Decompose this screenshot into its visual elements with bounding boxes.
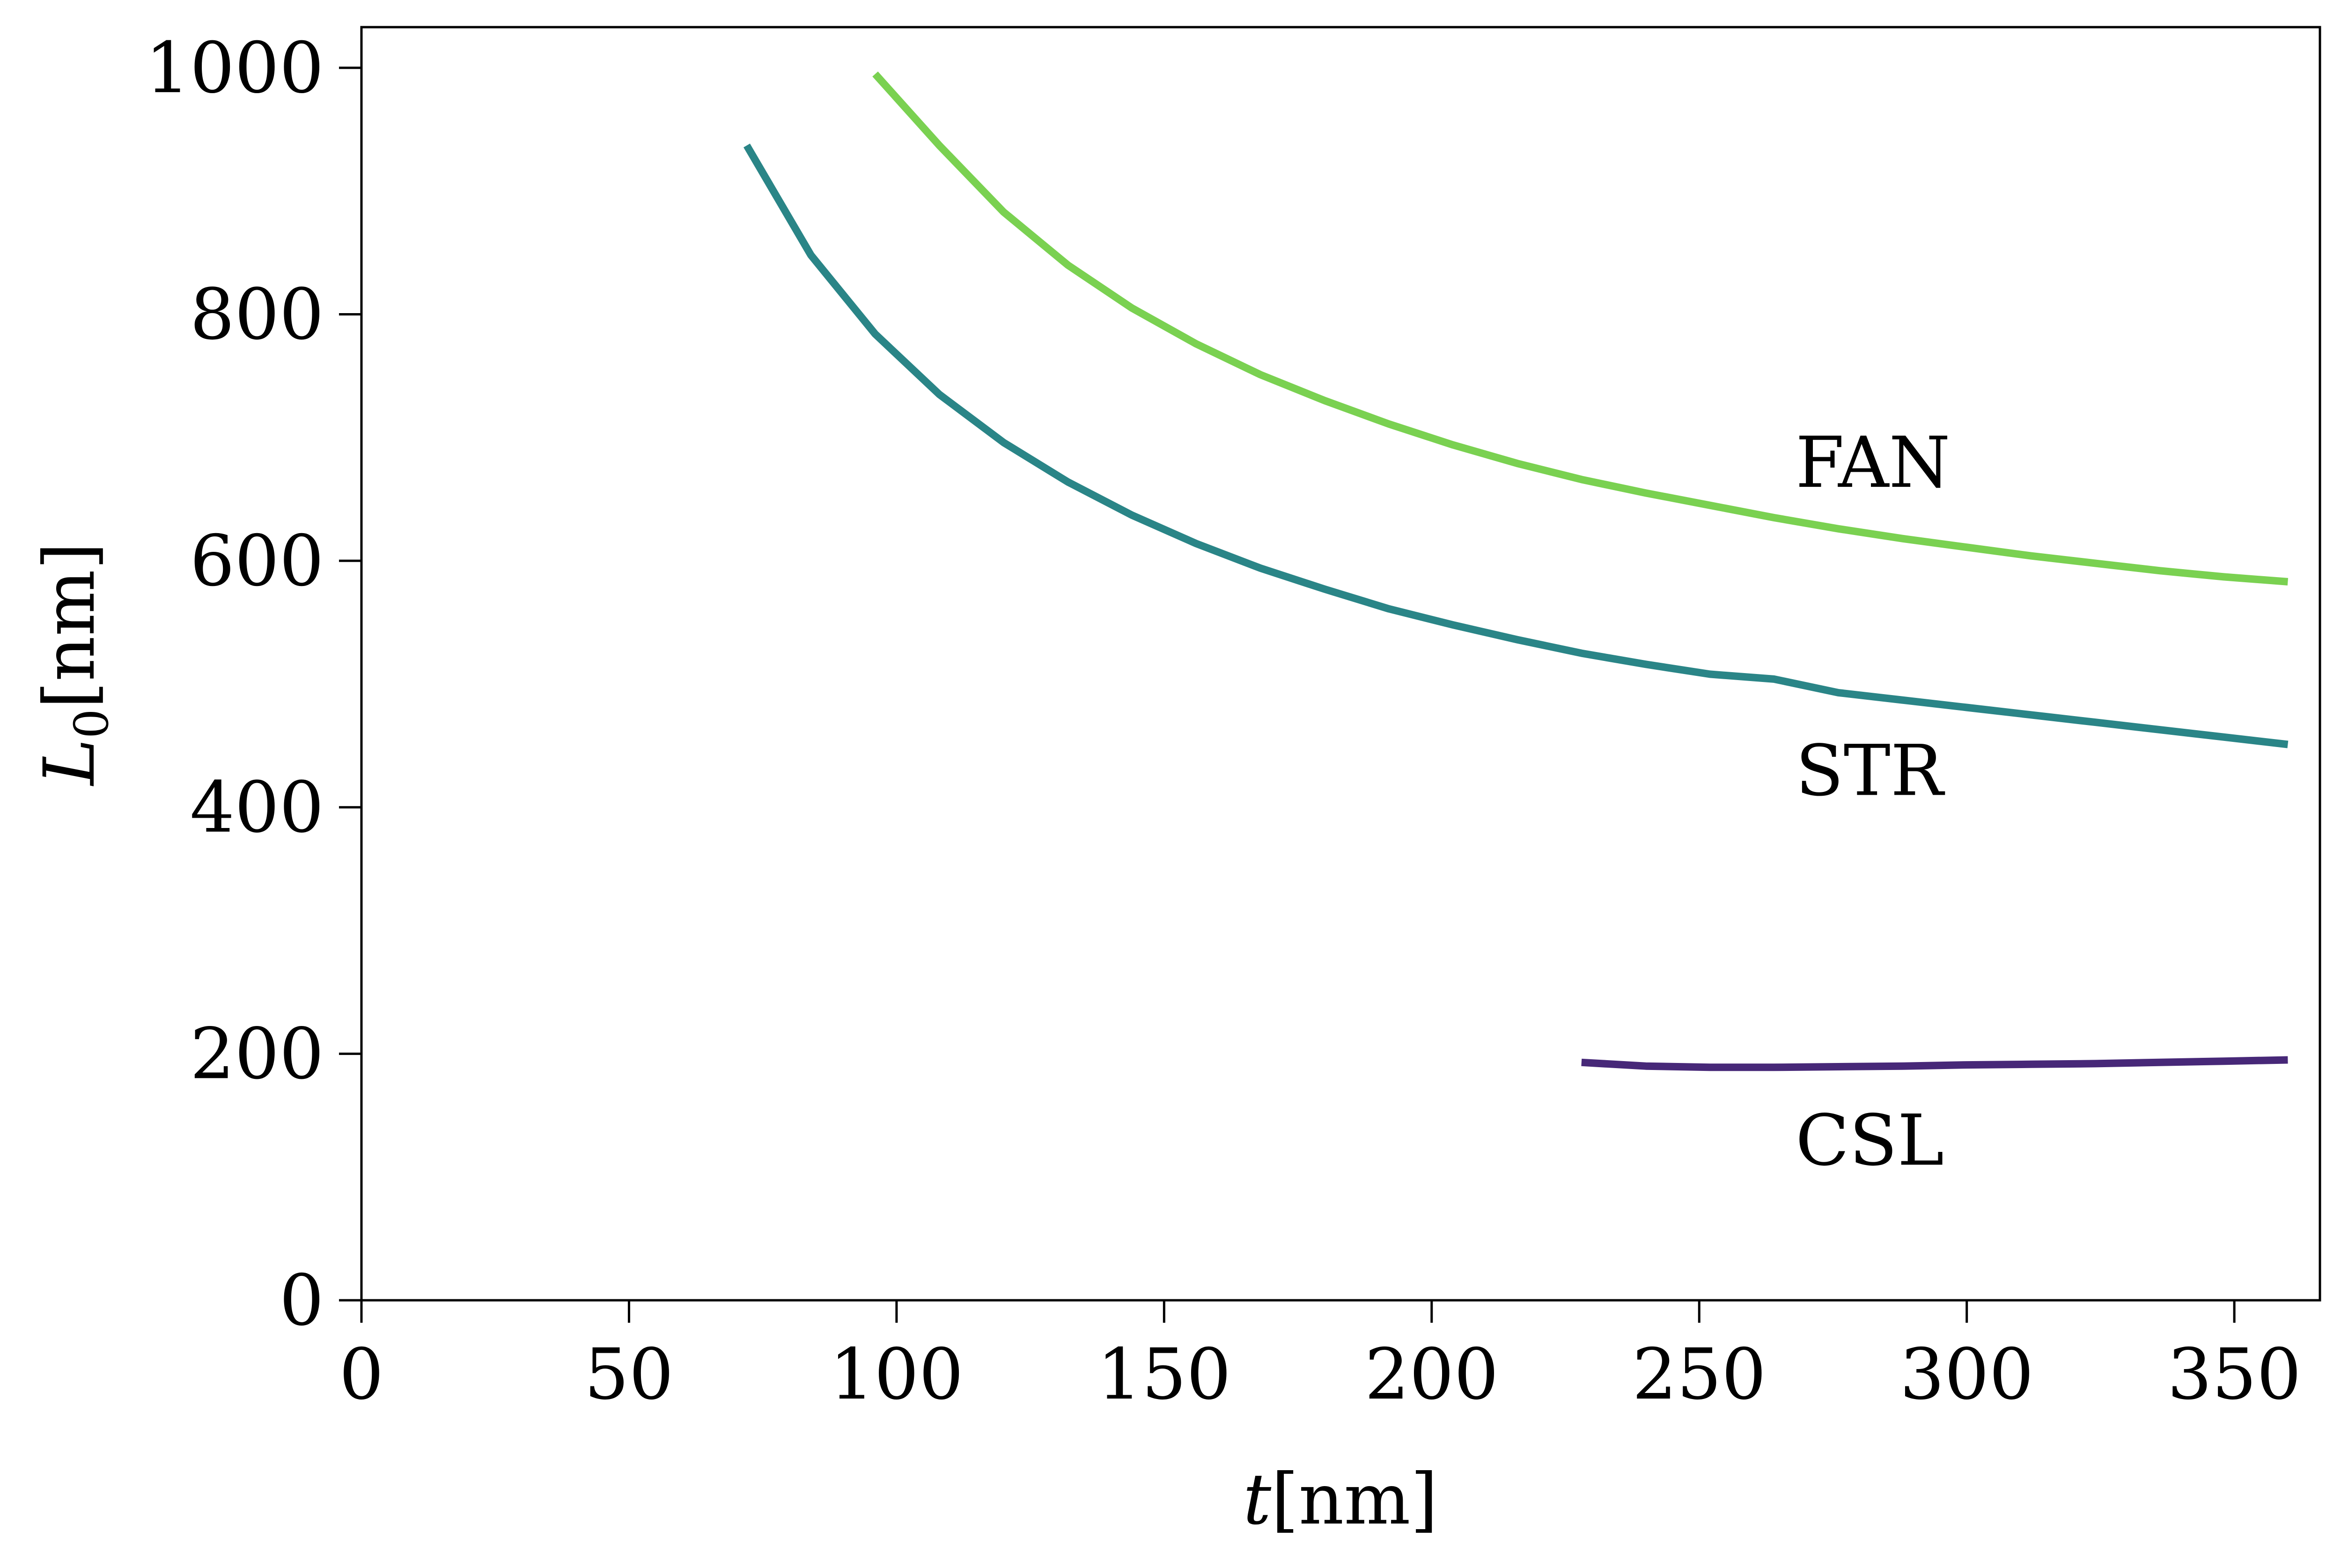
y-tick-label: 400 xyxy=(190,767,324,849)
series-label-str: STR xyxy=(1796,730,1945,812)
x-tick-label: 350 xyxy=(2167,1334,2301,1415)
y-tick-label: 0 xyxy=(280,1260,324,1341)
series-label-csl: CSL xyxy=(1796,1100,1944,1181)
y-axis-title-var: L xyxy=(29,739,110,787)
x-axis: 0 50 100 150 200 250 300 350 xyxy=(339,1300,2301,1415)
x-tick-label: 0 xyxy=(339,1334,383,1415)
series-label-fan: FAN xyxy=(1796,422,1951,504)
y-tick-label: 1000 xyxy=(145,28,324,109)
x-tick-label: 100 xyxy=(830,1334,964,1415)
x-tick-label: 200 xyxy=(1365,1334,1499,1415)
series-labels: FAN STR CSL xyxy=(1796,422,1951,1181)
x-tick-label: 50 xyxy=(584,1334,674,1415)
y-tick-label: 600 xyxy=(190,520,324,602)
y-axis-title-sub: 0 xyxy=(64,709,119,739)
y-axis-title-unit: [nm] xyxy=(29,542,110,709)
plot-frame xyxy=(360,26,2321,1302)
series-line-csl xyxy=(1581,1056,2288,1071)
y-tick-label: 200 xyxy=(190,1013,324,1095)
x-tick-label: 300 xyxy=(1900,1334,2034,1415)
x-tick-label: 250 xyxy=(1632,1334,1766,1415)
series-line-fan xyxy=(872,71,2289,586)
x-axis-title-unit: [nm] xyxy=(1271,1459,1438,1540)
plot-area xyxy=(743,71,2289,1071)
x-tick-label: 150 xyxy=(1097,1334,1231,1415)
y-axis: 0 200 400 600 800 1000 xyxy=(145,28,361,1341)
x-axis-title-var: t xyxy=(1243,1459,1272,1540)
y-axis-title: L0[nm] xyxy=(29,542,119,786)
series-line-str xyxy=(743,143,2289,748)
x-axis-title: t[nm] xyxy=(1243,1459,1438,1540)
y-tick-label: 800 xyxy=(190,274,324,356)
